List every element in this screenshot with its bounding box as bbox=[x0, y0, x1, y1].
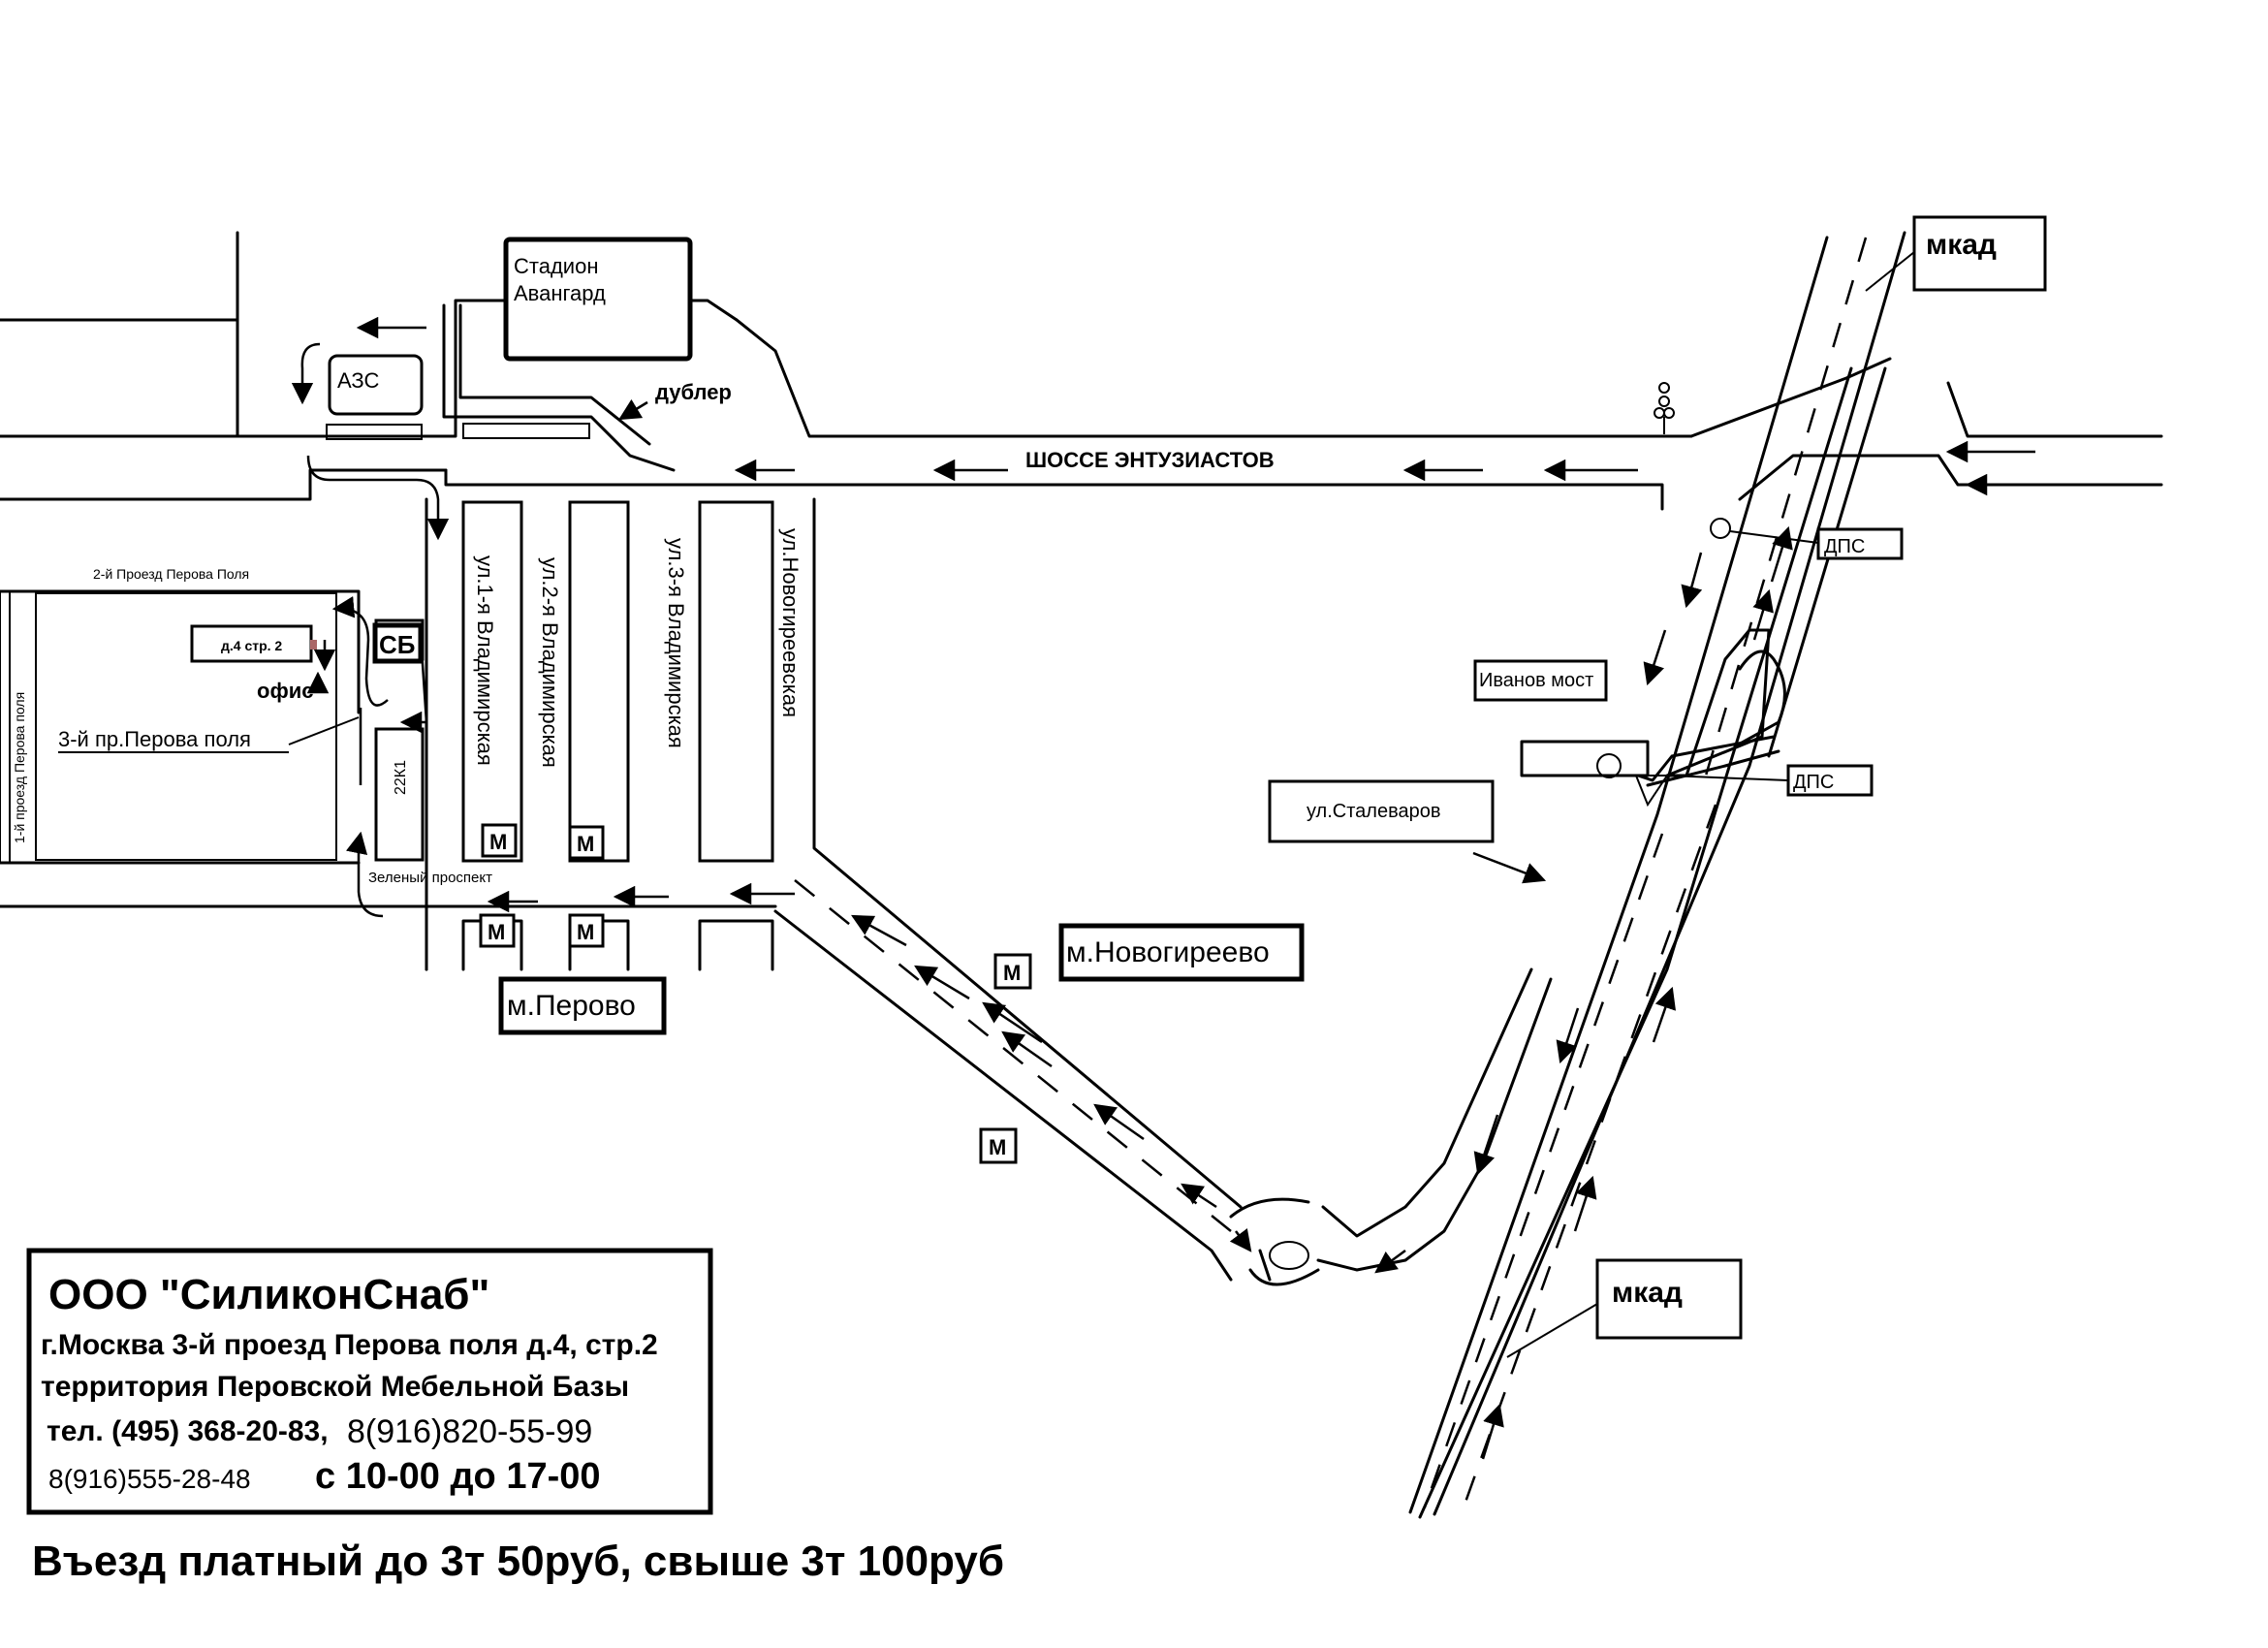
sb-block: СБ bbox=[372, 622, 424, 664]
metro-icon: М bbox=[577, 832, 594, 856]
mkad-top-label: мкад bbox=[1865, 215, 2047, 292]
mkad-bottom-label: мкад bbox=[1506, 1258, 1743, 1358]
company-address: г.Москва 3-й проезд Перова поля д.4, стр… bbox=[41, 1329, 658, 1361]
traffic-light-icon bbox=[1654, 382, 1675, 434]
ivanov-most: Иванов мост bbox=[1473, 659, 1608, 702]
entry-fee-note: Въезд платный до 3т 50руб, свыше 3т 100р… bbox=[32, 1537, 1004, 1585]
m-novogireevo: м.Новогиреево bbox=[1058, 923, 1305, 982]
company-name: ООО "СиликонСнаб" bbox=[48, 1271, 489, 1318]
metro-icon: М bbox=[989, 1135, 1006, 1159]
vlad2-label: ул.2-я Владимирская bbox=[538, 557, 562, 768]
svg-text:ДПС: ДПС bbox=[1793, 772, 1834, 793]
stadium-avangard: Стадион Авангард bbox=[503, 237, 693, 362]
highway-label: ШОССЕ ЭНТУЗИАСТОВ bbox=[1025, 448, 1275, 472]
zeleny-label: Зеленый проспект bbox=[368, 870, 492, 886]
office-route bbox=[331, 596, 428, 918]
metro-icon: М bbox=[489, 830, 507, 854]
proezd2-label: 2-й Проезд Перова Поля bbox=[93, 566, 249, 582]
mkad-road bbox=[1408, 231, 1906, 1519]
m-perovo: м.Перово bbox=[498, 976, 667, 1035]
vlad1-label: ул.1-я Владимирская bbox=[473, 555, 497, 766]
svg-text:д.4 стр. 2: д.4 стр. 2 bbox=[221, 638, 282, 653]
metro-icon: М bbox=[488, 920, 505, 944]
azs-label: АЗС bbox=[337, 368, 379, 393]
metro-icon: М bbox=[577, 920, 594, 944]
gas-station: АЗС bbox=[0, 318, 424, 416]
work-hours: с 10-00 до 17-00 bbox=[315, 1456, 601, 1497]
svg-text:м.Новогиреево: м.Новогиреево bbox=[1066, 936, 1270, 968]
vlad3-label: ул.3-я Владимирская bbox=[664, 538, 688, 748]
stadium-label-2: Авангард bbox=[514, 281, 606, 305]
street-blocks bbox=[374, 500, 774, 863]
info-box: ООО "СиликонСнаб" г.Москва 3-й проезд Пе… bbox=[26, 1248, 713, 1515]
dps-top: ДПС bbox=[1729, 527, 1904, 560]
svg-text:ул.Сталеваров: ул.Сталеваров bbox=[1307, 801, 1440, 822]
svg-text:мкад: мкад bbox=[1926, 229, 1997, 261]
stadium-label-1: Стадион bbox=[514, 254, 598, 278]
svg-text:Иванов мост: Иванов мост bbox=[1479, 670, 1593, 691]
street-lines bbox=[0, 497, 777, 971]
svg-text:мкад: мкад bbox=[1612, 1277, 1683, 1309]
building-22k1: 22К1 bbox=[393, 760, 409, 795]
phone-2: 8(916)820-55-99 bbox=[347, 1413, 592, 1450]
highway-entuziastov bbox=[0, 299, 2163, 511]
phone-1: тел. (495) 368-20-83, bbox=[47, 1415, 329, 1447]
company-territory: территория Перовской Мебельной Базы bbox=[41, 1371, 629, 1403]
svg-text:ДПС: ДПС bbox=[1824, 536, 1865, 557]
phone-3: 8(916)555-28-48 bbox=[48, 1464, 251, 1494]
proezd1-label: 1-й проезд Перова поля bbox=[12, 692, 27, 843]
building-d4: д.4 стр. 2 bbox=[190, 624, 317, 663]
direction-arrows-top bbox=[291, 316, 2152, 541]
svg-text:м.Перово: м.Перово bbox=[507, 990, 636, 1022]
diagonal-arrows bbox=[851, 914, 1406, 1274]
dps-mid: ДПС bbox=[1666, 764, 1874, 797]
svg-text:СБ: СБ bbox=[379, 630, 415, 659]
diagonal-road bbox=[773, 497, 1553, 1286]
mkad-arrows bbox=[1473, 525, 1793, 1460]
metro-markers: М М М М М М bbox=[479, 823, 1032, 1164]
novogireevskaya-label: ул.Новогиреевская bbox=[778, 528, 803, 717]
zeleny-arrows bbox=[487, 882, 795, 913]
dubler-label: дублер bbox=[655, 380, 732, 404]
office-label: офис bbox=[257, 679, 313, 703]
dubler-road bbox=[326, 303, 676, 472]
stalevarov-street: ул.Сталеваров bbox=[1268, 779, 1547, 884]
metro-icon: М bbox=[1003, 961, 1021, 985]
proezd3-label: 3-й пр.Перова поля bbox=[58, 727, 251, 751]
